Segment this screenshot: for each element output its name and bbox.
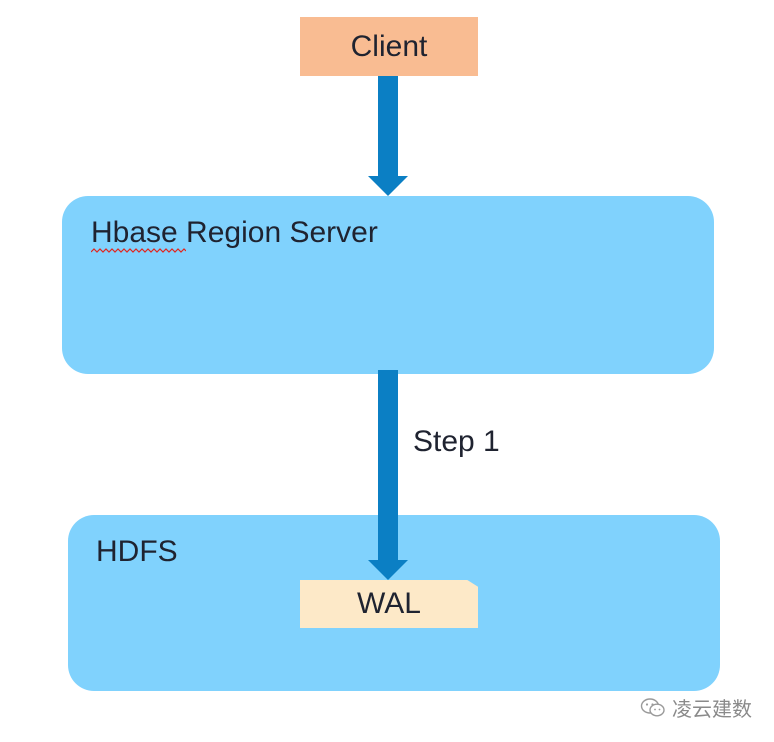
client-node: Client <box>300 17 478 76</box>
region-server-node: Hbase Region Server <box>62 196 714 374</box>
region-server-label: Hbase Region Server <box>91 216 378 249</box>
wal-label: WAL <box>357 587 421 620</box>
wal-node: WAL <box>300 580 478 628</box>
watermark: 凌云建数 <box>640 693 752 722</box>
arrow-client-to-region-server <box>368 76 408 196</box>
client-label: Client <box>350 29 428 63</box>
hdfs-label: HDFS <box>96 535 178 568</box>
watermark-text: 凌云建数 <box>672 699 752 721</box>
wechat-icon <box>640 697 665 717</box>
spellcheck-underline <box>91 248 186 253</box>
edge-label-step-1: Step 1 <box>413 425 500 458</box>
arrow-region-server-to-wal <box>368 370 408 580</box>
